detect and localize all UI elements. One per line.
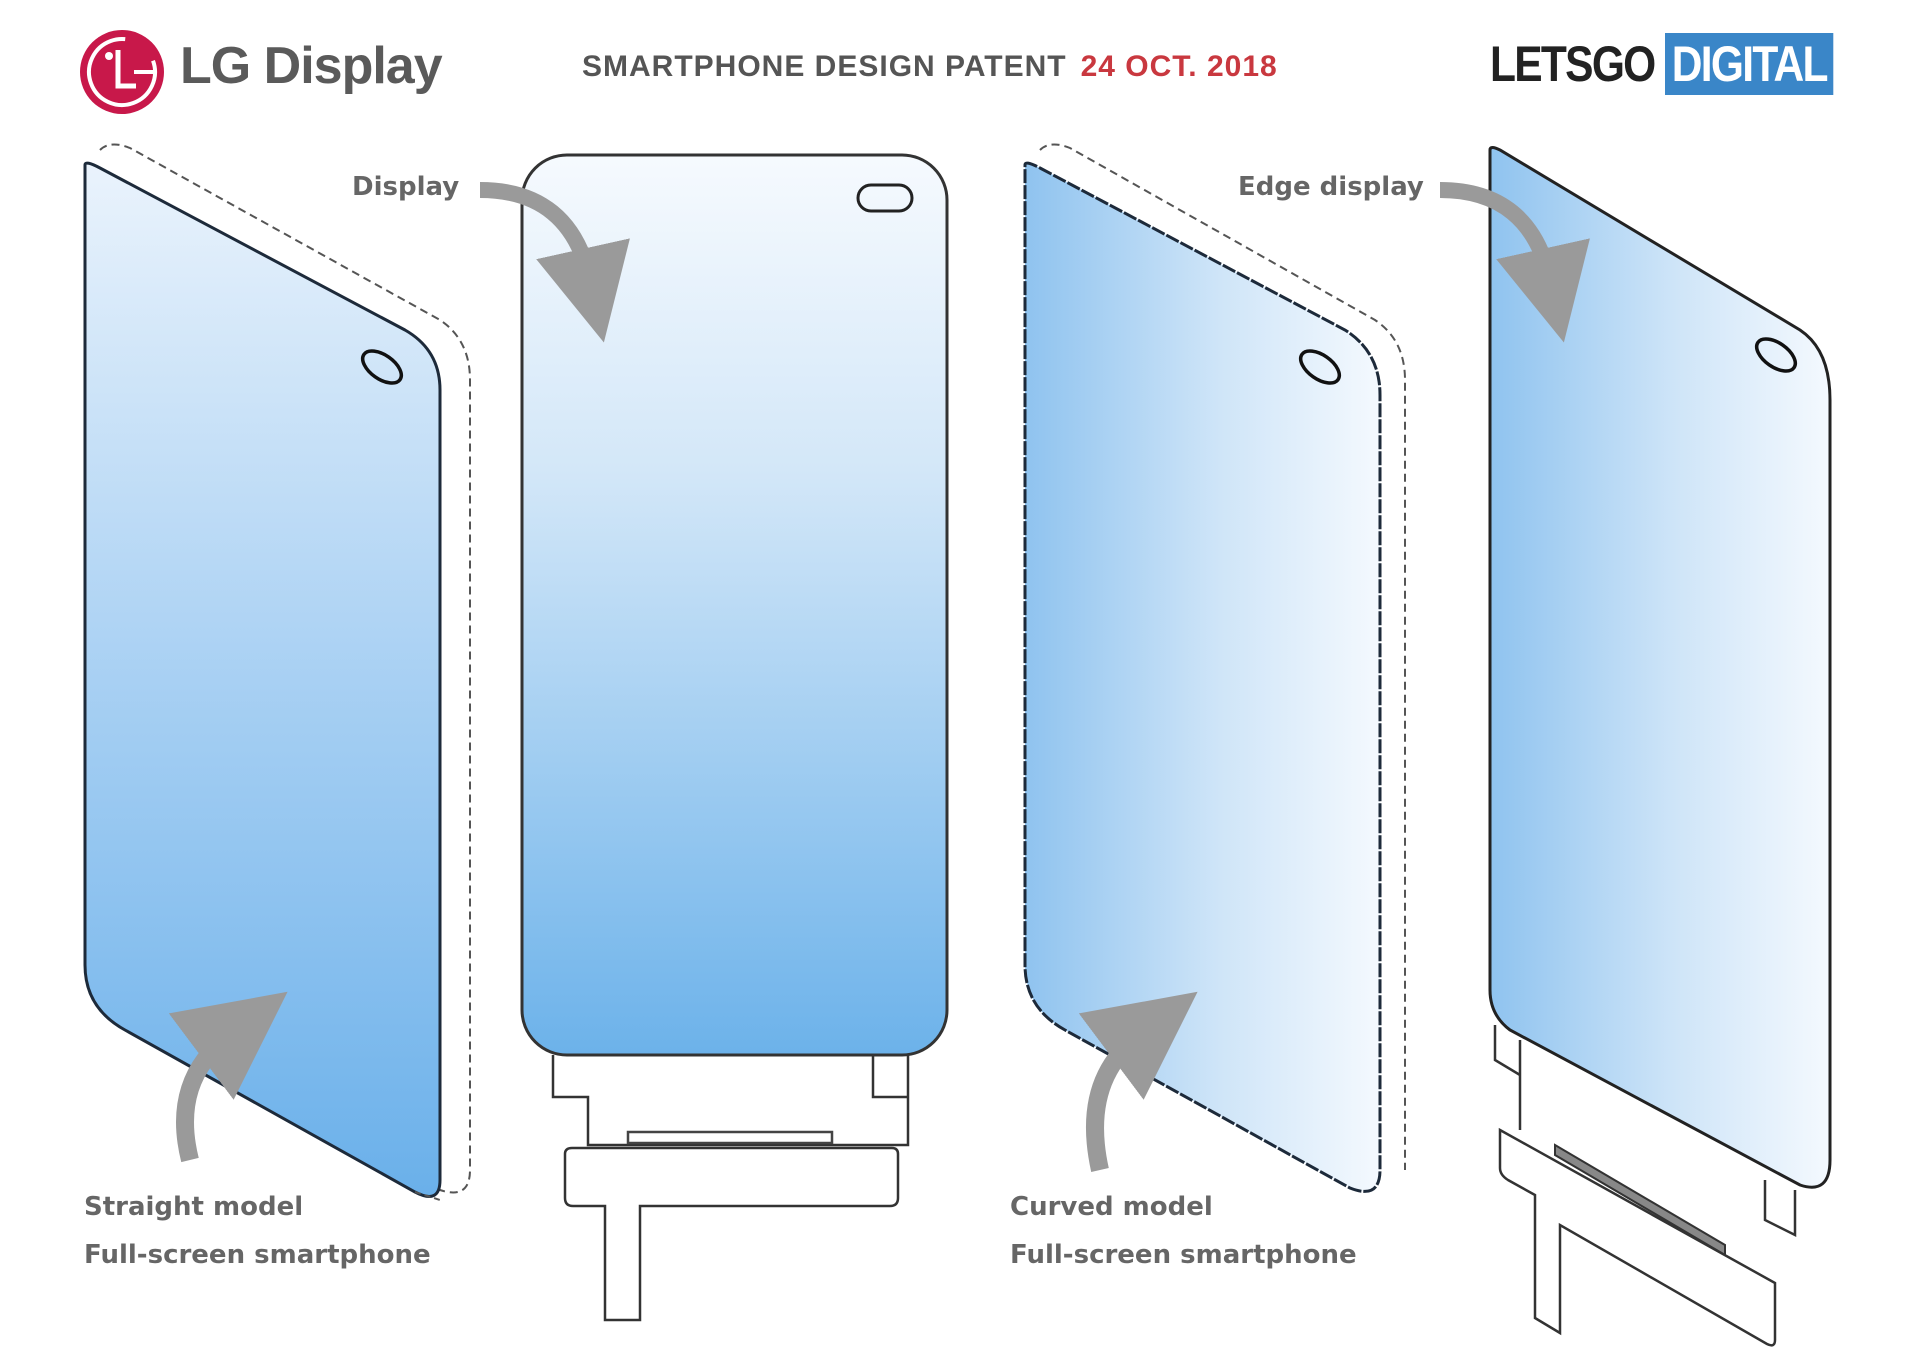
brand-part1: LETSGO [1490,36,1656,92]
patent-date: 24 OCT. 2018 [1080,50,1278,83]
display-callout: Display [352,172,460,202]
curved-model-subcaption: Full-screen smartphone [1010,1240,1357,1270]
edge-display-panel [1439,146,1832,1347]
straight-model-caption: Straight model [84,1192,304,1222]
curved-model-caption: Curved model [1010,1192,1213,1222]
brand-part2: DIGITAL [1665,33,1834,95]
straight-model-phone [83,143,471,1201]
edge-display-callout: Edge display [1238,172,1424,202]
title-text: SMARTPHONE DESIGN PATENT [582,50,1067,83]
lg-logo-icon [80,30,164,114]
page-title: SMARTPHONE DESIGN PATENT 24 OCT. 2018 [582,50,1278,84]
header: LG Display SMARTPHONE DESIGN PATENT 24 OC… [0,0,1920,120]
curved-model-phone [1023,143,1406,1193]
straight-model-subcaption: Full-screen smartphone [84,1240,431,1270]
straight-display-panel [479,153,949,1322]
lg-display-logo-text: LG Display [180,37,443,95]
